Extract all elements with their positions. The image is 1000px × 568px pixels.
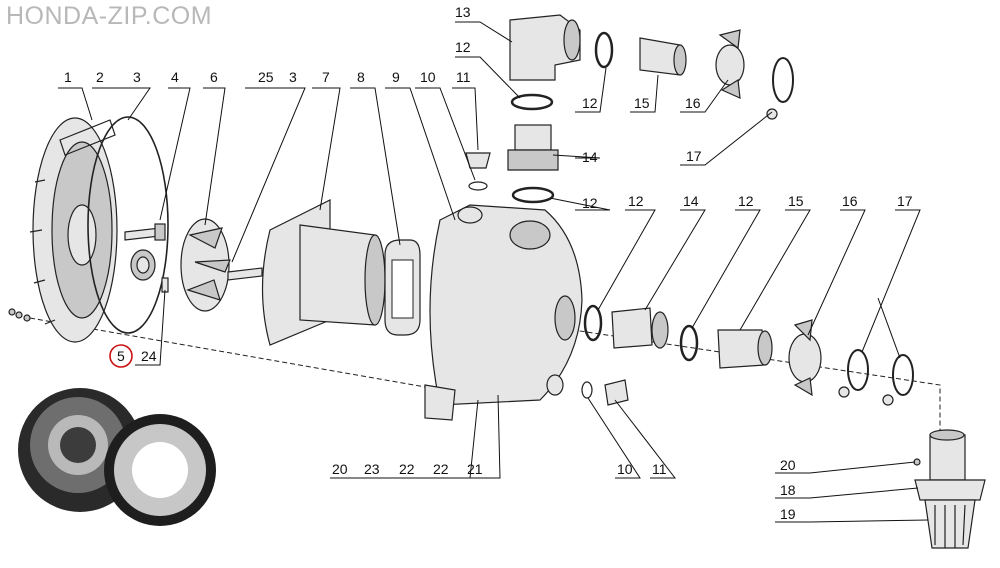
mechanical-seal-photo <box>18 388 216 526</box>
callout-12d: 12 <box>628 193 644 209</box>
site-watermark: HONDA-ZIP.COM <box>6 2 213 30</box>
part-drain-plug[interactable] <box>581 379 629 406</box>
part-impeller-bolt[interactable] <box>227 267 263 281</box>
callout-22b: 22 <box>433 461 449 477</box>
part-hose-tail-top[interactable] <box>639 37 687 76</box>
callout-10b: 10 <box>617 461 633 477</box>
callout-20a: 20 <box>332 461 348 477</box>
callout-20b: 20 <box>780 457 796 473</box>
part-hose-clamps-right[interactable] <box>838 349 914 406</box>
callout-1: 1 <box>64 69 72 85</box>
callout-3a: 3 <box>133 69 141 85</box>
callout-6: 6 <box>210 69 218 85</box>
part-seal-ring-top-right[interactable] <box>594 31 614 69</box>
callout-18: 18 <box>780 482 796 498</box>
callout-15a: 15 <box>634 95 650 111</box>
callout-12b: 12 <box>582 95 598 111</box>
callout-12a: 12 <box>455 39 471 55</box>
part-seal-ring-right-a[interactable] <box>583 304 603 342</box>
callout-16b: 16 <box>842 193 858 209</box>
callout-14a: 14 <box>582 149 598 165</box>
part-hose-nipple-top[interactable] <box>507 124 559 171</box>
part-pin[interactable] <box>161 277 169 293</box>
part-seal-ring-top-b[interactable] <box>511 186 555 204</box>
part-fill-plug-top[interactable] <box>465 152 491 191</box>
part-coupling-nut-right[interactable] <box>788 319 822 397</box>
part-seal-ring-top-a[interactable] <box>510 93 554 111</box>
callout-17b: 17 <box>897 193 913 209</box>
callout-3b: 3 <box>289 69 297 85</box>
callout-7: 7 <box>322 69 330 85</box>
callout-17a: 17 <box>686 148 702 164</box>
callout-19: 19 <box>780 506 796 522</box>
part-seal-ring-right-b[interactable] <box>679 324 699 362</box>
part-rear-cover[interactable] <box>29 117 118 343</box>
callout-16a: 16 <box>685 95 701 111</box>
callout-21: 21 <box>467 461 483 477</box>
part-gasket[interactable] <box>384 239 421 336</box>
callout-9: 9 <box>392 69 400 85</box>
callout-12c: 12 <box>582 195 598 211</box>
part-bolts-left <box>8 308 31 322</box>
callout-5: 5 <box>117 348 125 364</box>
callout-11a: 11 <box>456 69 471 85</box>
part-strainer[interactable] <box>913 429 986 549</box>
callout-22a: 22 <box>399 461 415 477</box>
part-impeller[interactable] <box>180 218 231 312</box>
callout-11b: 11 <box>652 461 667 477</box>
callout-24: 24 <box>141 348 157 364</box>
callout-23: 23 <box>364 461 380 477</box>
part-mechanical-seal[interactable] <box>130 249 156 281</box>
callout-13: 13 <box>455 4 471 20</box>
callout-labels: 1 2 3 4 6 25 3 7 8 9 10 11 13 12 12 15 1… <box>64 4 913 522</box>
callout-15b: 15 <box>788 193 804 209</box>
part-coupling-nut-top[interactable] <box>715 29 745 99</box>
part-hose-tail-right[interactable] <box>717 329 773 369</box>
part-hose-clamp-top[interactable] <box>766 57 794 120</box>
callout-14b: 14 <box>683 193 699 209</box>
callout-12e: 12 <box>738 193 754 209</box>
callout-8: 8 <box>357 69 365 85</box>
leader-lines <box>58 21 929 523</box>
callout-25: 25 <box>258 69 274 85</box>
callout-5-highlight <box>109 344 133 368</box>
callout-2: 2 <box>96 69 104 85</box>
part-outlet-elbow[interactable] <box>509 14 581 81</box>
part-shaft-bolt[interactable] <box>124 223 166 241</box>
assembly-axis-line <box>29 317 941 430</box>
part-pump-casing[interactable] <box>424 204 583 421</box>
part-hose-nipple-right[interactable] <box>611 307 669 349</box>
part-volute[interactable] <box>261 199 386 346</box>
callout-4: 4 <box>171 69 179 85</box>
callout-10a: 10 <box>420 69 436 85</box>
part-o-ring[interactable] <box>87 116 169 334</box>
